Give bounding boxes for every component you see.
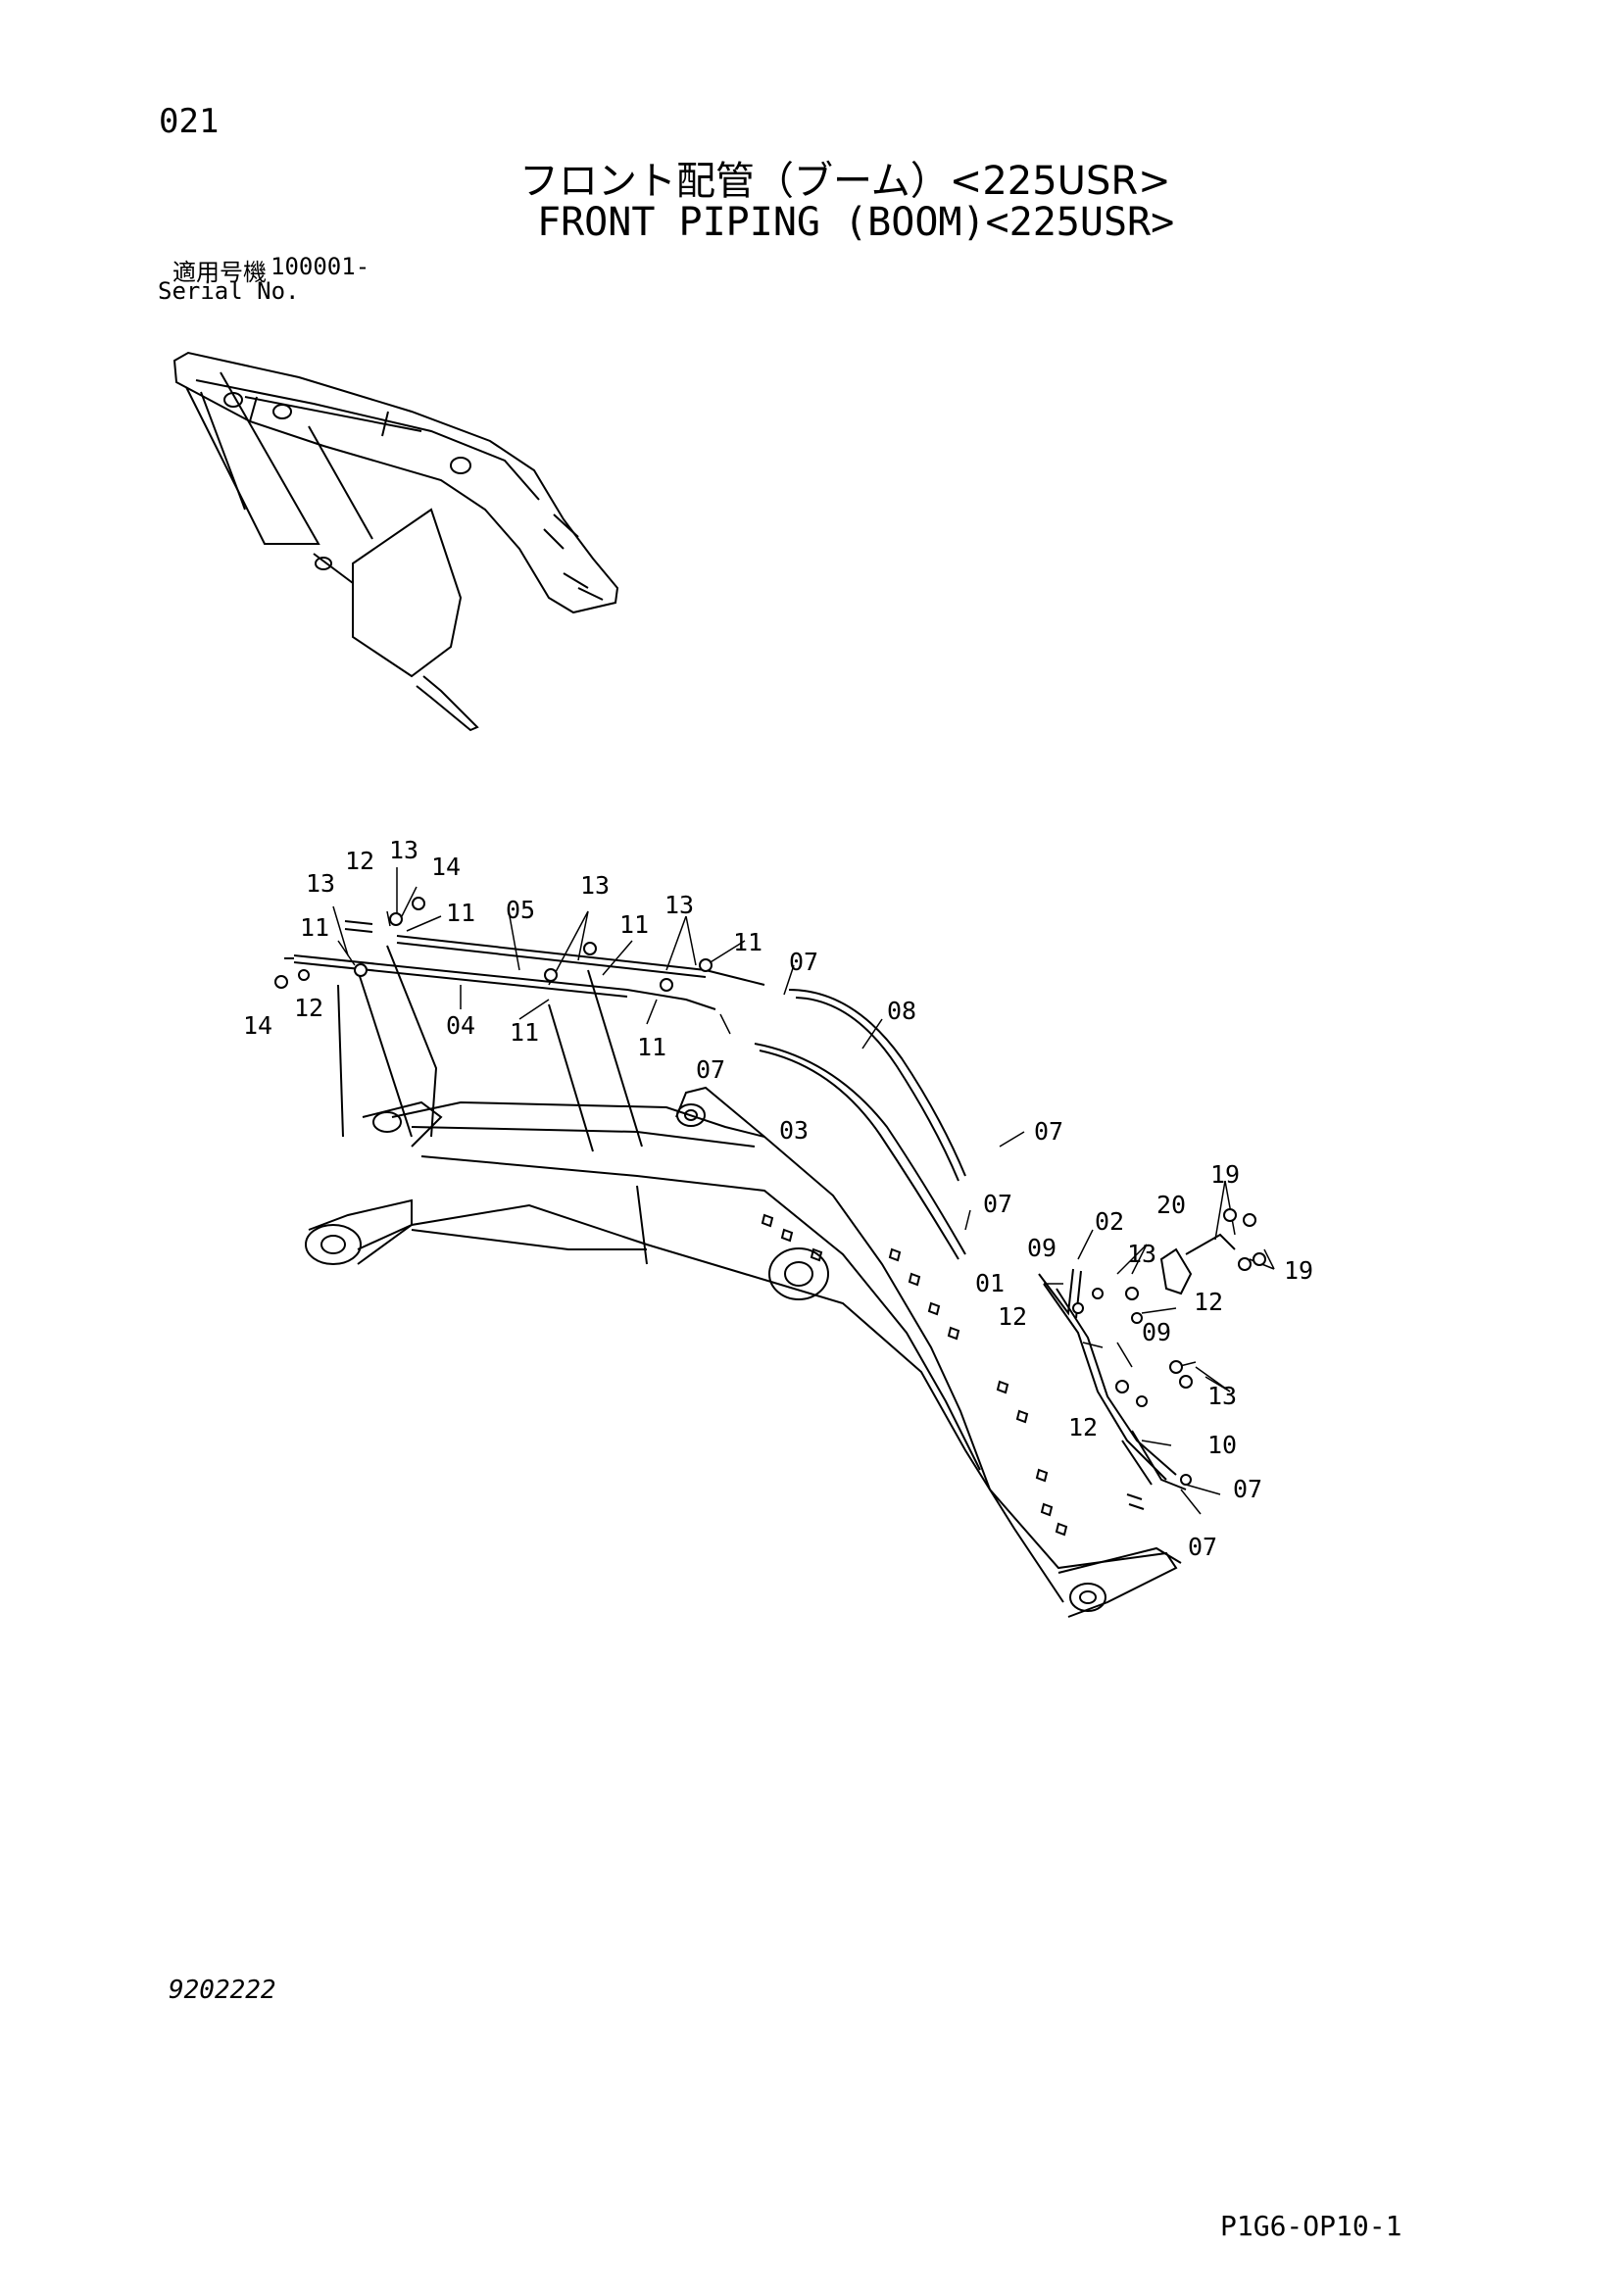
callout-09: 09 xyxy=(1027,1234,1057,1262)
callout-12: 12 xyxy=(1068,1413,1098,1441)
callout-19: 19 xyxy=(1210,1160,1240,1189)
callout-07: 07 xyxy=(1034,1117,1063,1146)
callout-14: 14 xyxy=(431,853,461,881)
callout-07: 07 xyxy=(1233,1475,1262,1503)
callout-11: 11 xyxy=(446,899,475,927)
callout-07: 07 xyxy=(983,1190,1012,1218)
callout-11: 11 xyxy=(300,913,329,942)
callout-03: 03 xyxy=(779,1116,809,1145)
callout-02: 02 xyxy=(1095,1207,1124,1236)
callout-04: 04 xyxy=(446,1011,475,1040)
callout-labels: 12 13 14 13 11 11 05 13 11 13 11 07 08 1… xyxy=(243,836,1313,1561)
callout-12: 12 xyxy=(998,1302,1027,1331)
boom-body xyxy=(305,1086,1182,1618)
thumbnail-arm-assembly xyxy=(172,351,619,732)
leader-lines xyxy=(332,867,1275,1515)
callout-13: 13 xyxy=(1207,1382,1237,1410)
callout-19: 19 xyxy=(1284,1256,1313,1285)
callout-07: 07 xyxy=(696,1055,725,1084)
callout-07: 07 xyxy=(1188,1533,1217,1561)
callout-12: 12 xyxy=(294,994,323,1022)
title-english: FRONT PIPING (BOOM)<225USR> xyxy=(537,200,1175,245)
callout-20: 20 xyxy=(1156,1191,1186,1219)
callout-13: 13 xyxy=(664,891,694,919)
callout-09: 09 xyxy=(1142,1318,1171,1346)
callout-11: 11 xyxy=(510,1018,539,1047)
title-japanese: フロント配管（ブーム）<225USR> xyxy=(519,159,1171,204)
drawing-number: 9202222 xyxy=(169,1976,276,2005)
page-number: 021 xyxy=(159,102,220,141)
bolts-and-fittings xyxy=(274,897,1266,1486)
serial-label-english: Serial No. xyxy=(158,277,300,305)
callout-13: 13 xyxy=(306,869,335,898)
callout-10: 10 xyxy=(1207,1431,1237,1459)
callout-08: 08 xyxy=(887,997,916,1025)
serial-label-japanese: 適用号機 xyxy=(172,259,267,286)
callout-12: 12 xyxy=(345,847,374,875)
callout-05: 05 xyxy=(506,896,535,924)
callout-13: 13 xyxy=(1127,1240,1156,1268)
callout-14: 14 xyxy=(243,1011,272,1040)
pipes xyxy=(284,920,1236,1490)
callout-12: 12 xyxy=(1194,1288,1223,1316)
callout-11: 11 xyxy=(619,910,649,939)
page-code: P1G6-OP10-1 xyxy=(1220,2210,1402,2242)
callout-01: 01 xyxy=(975,1269,1005,1297)
callout-13: 13 xyxy=(389,836,418,864)
callout-07: 07 xyxy=(789,948,818,976)
serial-value: 100001- xyxy=(270,253,370,280)
callout-11: 11 xyxy=(637,1033,666,1061)
callout-11: 11 xyxy=(733,928,762,956)
callout-13: 13 xyxy=(580,871,610,900)
